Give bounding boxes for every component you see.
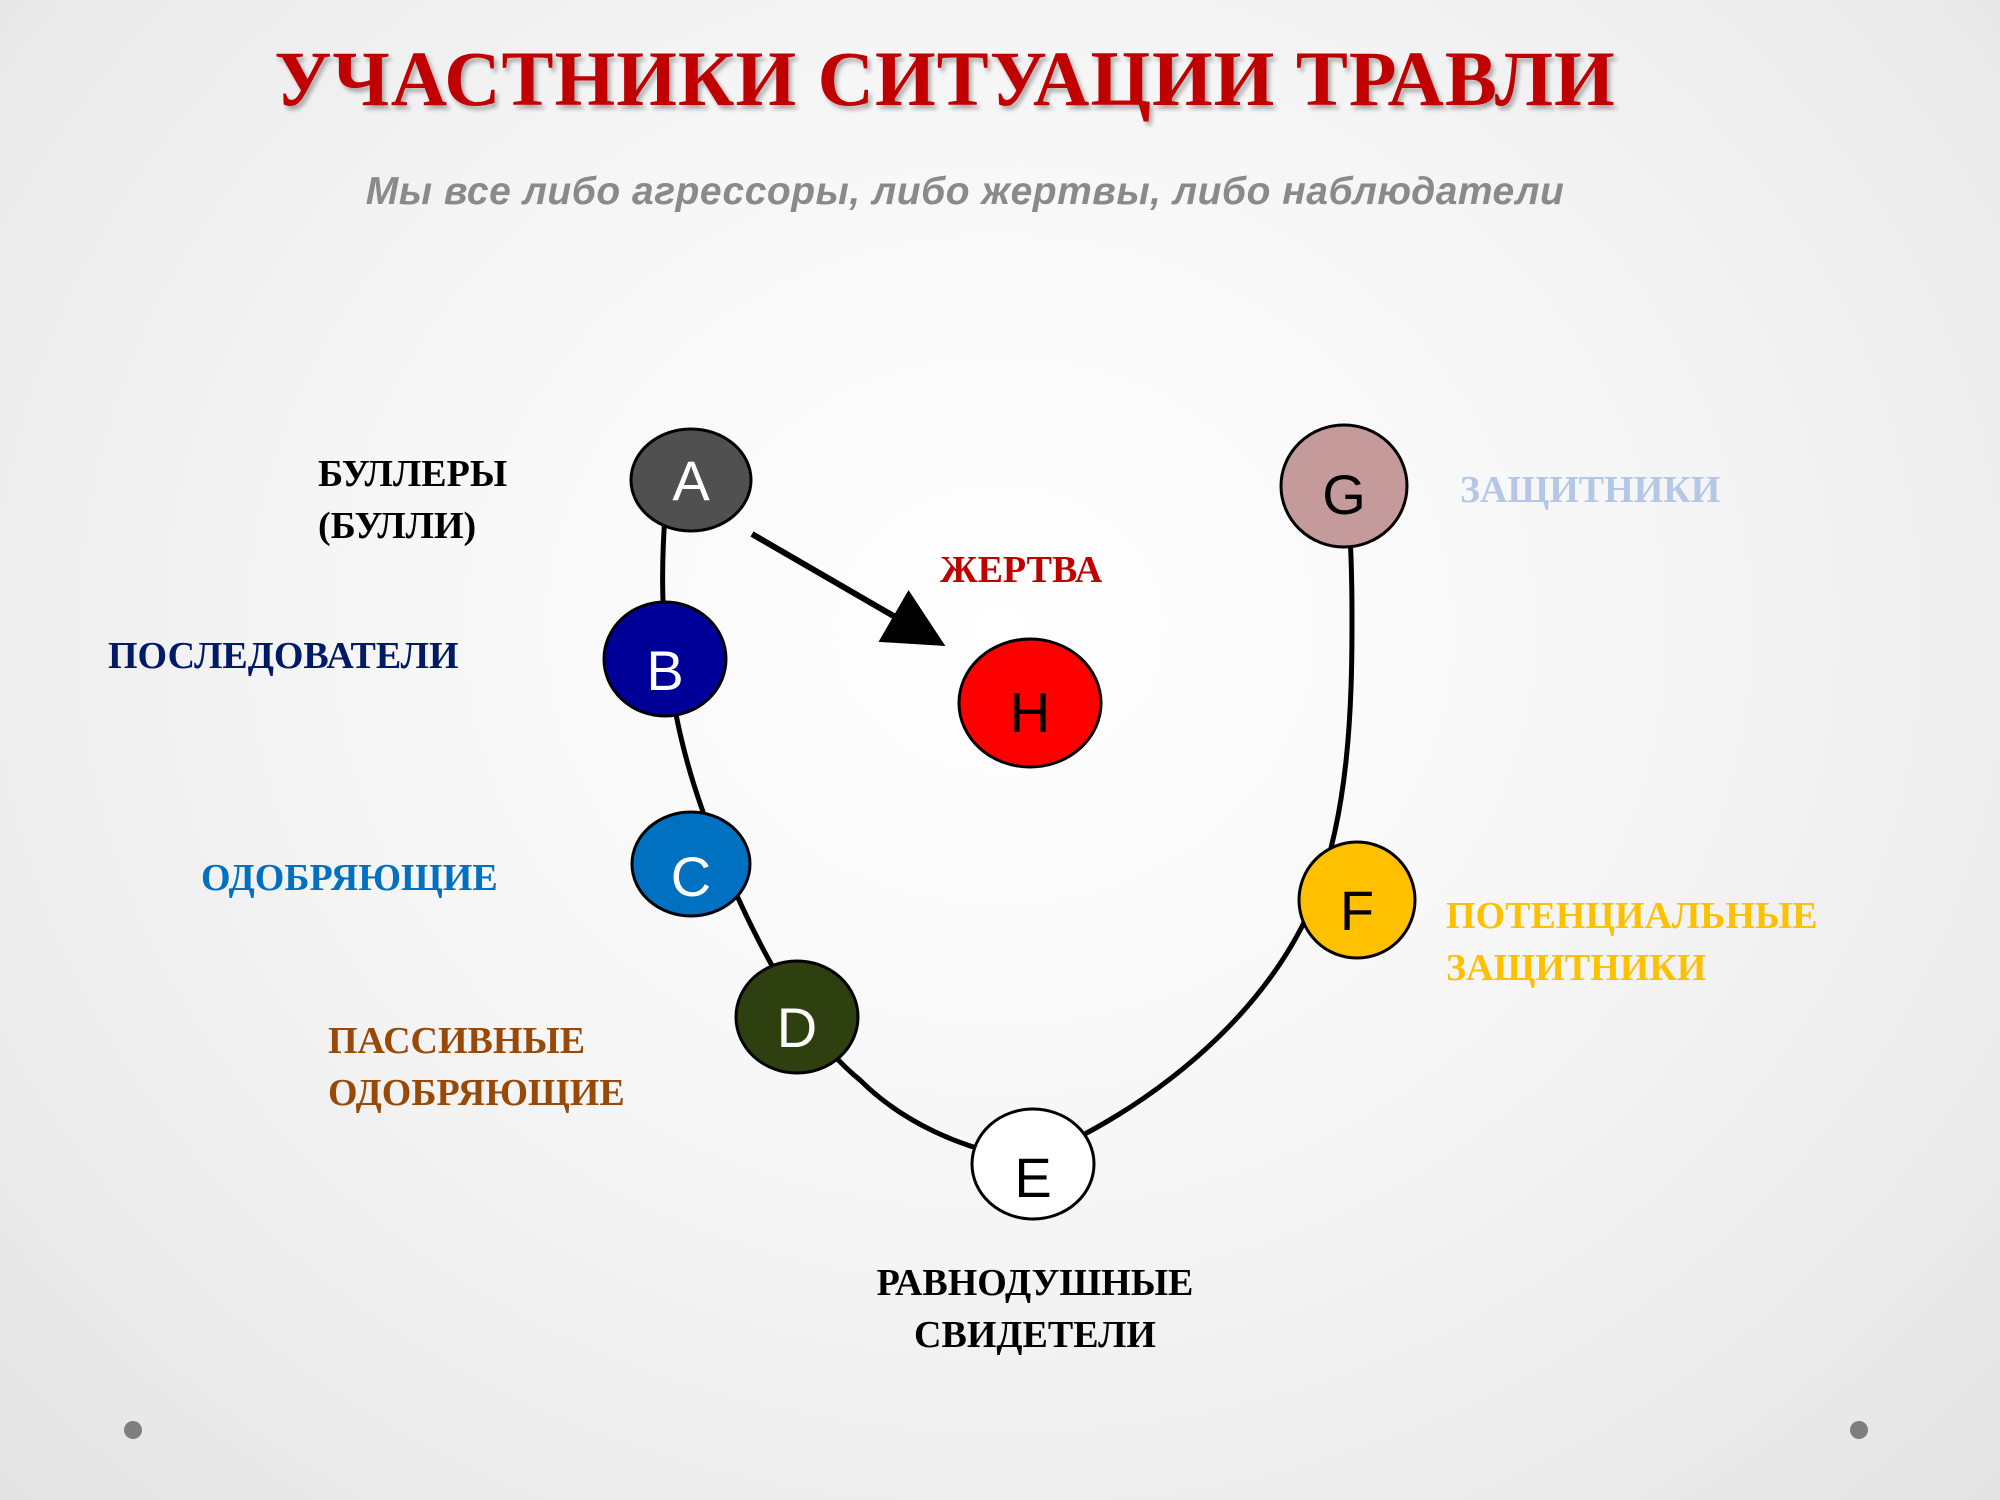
role-potential-defenders: ПОТЕНЦИАЛЬНЫЕ ЗАЩИТНИКИ xyxy=(1446,890,1818,994)
slide-subtitle: Мы все либо агрессоры, либо жертвы, либо… xyxy=(365,170,1565,213)
role-indifferent-line2: СВИДЕТЕЛИ xyxy=(914,1314,1156,1356)
node-g-label: G xyxy=(1322,463,1366,526)
node-b-label: B xyxy=(646,639,683,702)
role-indifferent-line1: РАВНОДУШНЫЕ xyxy=(876,1262,1194,1304)
role-passive-approving: ПАССИВНЫЕ ОДОБРЯЮЩИЕ xyxy=(328,1015,625,1119)
node-e-label: E xyxy=(1014,1146,1051,1209)
node-c-circle xyxy=(630,810,752,918)
node-a-circle xyxy=(629,427,753,533)
node-h: H xyxy=(957,637,1103,769)
node-f-label: F xyxy=(1340,879,1374,942)
role-indifferent-witnesses: РАВНОДУШНЫЕ СВИДЕТЕЛИ xyxy=(790,1257,1280,1361)
node-g-circle xyxy=(1279,423,1409,549)
node-h-label: H xyxy=(1010,681,1050,744)
node-f-circle xyxy=(1297,840,1417,960)
role-followers: ПОСЛЕДОВАТЕЛИ xyxy=(108,635,459,677)
role-potential-line1: ПОТЕНЦИАЛЬНЫЕ xyxy=(1446,895,1818,937)
node-d-label: D xyxy=(777,996,817,1059)
node-f: F xyxy=(1297,840,1417,960)
node-b: B xyxy=(602,600,728,718)
node-d: D xyxy=(734,959,860,1075)
role-defenders: ЗАЩИТНИКИ xyxy=(1460,469,1721,511)
decorative-dot-right xyxy=(1850,1421,1868,1439)
node-c: C xyxy=(630,810,752,918)
role-potential-line2: ЗАЩИТНИКИ xyxy=(1446,947,1707,989)
slide-title: УЧАСТНИКИ СИТУАЦИИ ТРАВЛИ xyxy=(274,35,1616,122)
role-passive-line2: ОДОБРЯЮЩИЕ xyxy=(328,1072,625,1114)
aggression-arrow xyxy=(750,531,946,647)
node-e-circle xyxy=(970,1107,1096,1221)
role-victim: ЖЕРТВА xyxy=(940,549,1103,591)
role-bullies-line1: БУЛЛЕРЫ xyxy=(318,453,508,495)
node-b-circle xyxy=(602,600,728,718)
node-h-circle xyxy=(957,637,1103,769)
participants-curve xyxy=(660,479,1355,1163)
node-c-label: C xyxy=(671,845,711,908)
node-a: A xyxy=(629,427,753,533)
role-approving: ОДОБРЯЮЩИЕ xyxy=(201,857,498,899)
node-g: G xyxy=(1279,423,1409,549)
role-bullies-line2: (БУЛЛИ) xyxy=(318,505,477,547)
node-a-label: A xyxy=(672,449,710,512)
node-d-circle xyxy=(734,959,860,1075)
role-passive-line1: ПАССИВНЫЕ xyxy=(328,1020,586,1062)
node-e: E xyxy=(970,1107,1096,1221)
role-bullies: БУЛЛЕРЫ (БУЛЛИ) xyxy=(318,448,507,552)
decorative-dot-left xyxy=(124,1421,142,1439)
